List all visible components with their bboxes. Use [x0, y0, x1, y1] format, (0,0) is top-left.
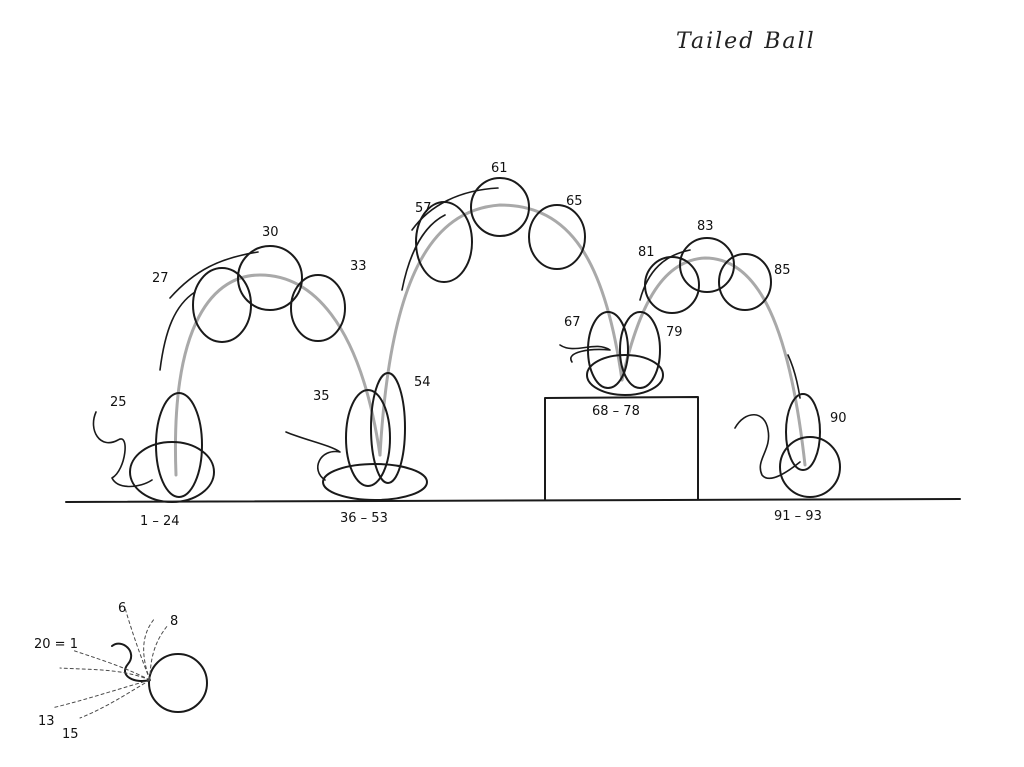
ball-33: [290, 274, 346, 342]
ball-stretch-35: [345, 389, 391, 487]
label-67: 67: [564, 315, 581, 330]
label-90: 90: [830, 411, 847, 426]
label-range-1: 1 – 24: [140, 514, 180, 529]
ball-stretch-90: [785, 393, 821, 471]
ball-squash-1: [129, 441, 215, 503]
tail-detail-ball: [148, 653, 208, 713]
label-tail-8: 8: [170, 614, 178, 629]
ball-85: [718, 253, 772, 311]
tail-30: [169, 251, 259, 299]
ground-line: [65, 498, 961, 503]
label-tail-20-1: 20 = 1: [34, 637, 78, 652]
label-27: 27: [152, 271, 169, 286]
tail-detail-pose-6: [124, 607, 151, 681]
bounce-4: [734, 393, 841, 498]
tail-67: [559, 344, 611, 363]
ball-stretch-79: [619, 311, 661, 389]
tail-35: [285, 431, 341, 481]
trajectory-arc-1: [173, 273, 382, 477]
label-range-4: 91 – 93: [774, 509, 822, 524]
label-85: 85: [774, 263, 791, 278]
label-81: 81: [638, 245, 655, 260]
tail-90: [734, 413, 801, 480]
tail-detail-pose-15: [79, 679, 151, 719]
tail-25: [92, 411, 153, 488]
sketch-title: Tailed Ball: [676, 29, 816, 54]
label-65: 65: [566, 194, 583, 209]
trajectory-arc-2: [378, 203, 624, 457]
ball-30: [237, 245, 303, 311]
label-54: 54: [414, 375, 431, 390]
label-33: 33: [350, 259, 367, 274]
frame-labels: 25 27 30 33 35 54 57 61 65 67 79 81 83 8…: [110, 161, 847, 529]
ball-squash-68: [586, 354, 664, 396]
label-35: 35: [313, 389, 330, 404]
ball-83: [679, 237, 735, 293]
tail-detail-pose-b: [143, 617, 156, 681]
bounce-2: [285, 177, 586, 501]
label-tail-13: 13: [38, 714, 55, 729]
label-61: 61: [491, 161, 508, 176]
label-range-3: 68 – 78: [592, 404, 640, 419]
ball-squash-36: [322, 463, 428, 501]
bounce-3: [559, 237, 801, 399]
tail-detail-pose-20: [71, 649, 151, 681]
tail-57: [401, 214, 446, 291]
ball-stretch-54: [370, 372, 406, 484]
label-tail-15: 15: [62, 727, 79, 742]
ball-81: [644, 256, 700, 314]
step-box: [544, 396, 699, 500]
label-tail-6: 6: [118, 601, 126, 616]
ball-stretch-25: [155, 392, 203, 498]
bounce-1: [92, 245, 346, 503]
label-25: 25: [110, 395, 127, 410]
ball-65: [528, 204, 586, 270]
tail-detail-pose-13: [51, 679, 151, 709]
label-57: 57: [415, 201, 432, 216]
label-83: 83: [697, 219, 714, 234]
ball-rest-91: [779, 436, 841, 498]
label-30: 30: [262, 225, 279, 240]
trajectory-arcs: [173, 203, 807, 477]
tail-27: [159, 291, 196, 371]
ball-27: [192, 267, 252, 343]
tail-detail-pose-8: [149, 624, 169, 681]
label-range-2: 36 – 53: [340, 511, 388, 526]
ball-61: [470, 177, 530, 237]
tail-detail-main: [111, 642, 151, 682]
label-79: 79: [666, 325, 683, 340]
tail-detail: 6 8 20 = 1 13 15: [34, 601, 208, 742]
tail-61: [411, 187, 499, 231]
trajectory-arc-3: [620, 256, 807, 467]
